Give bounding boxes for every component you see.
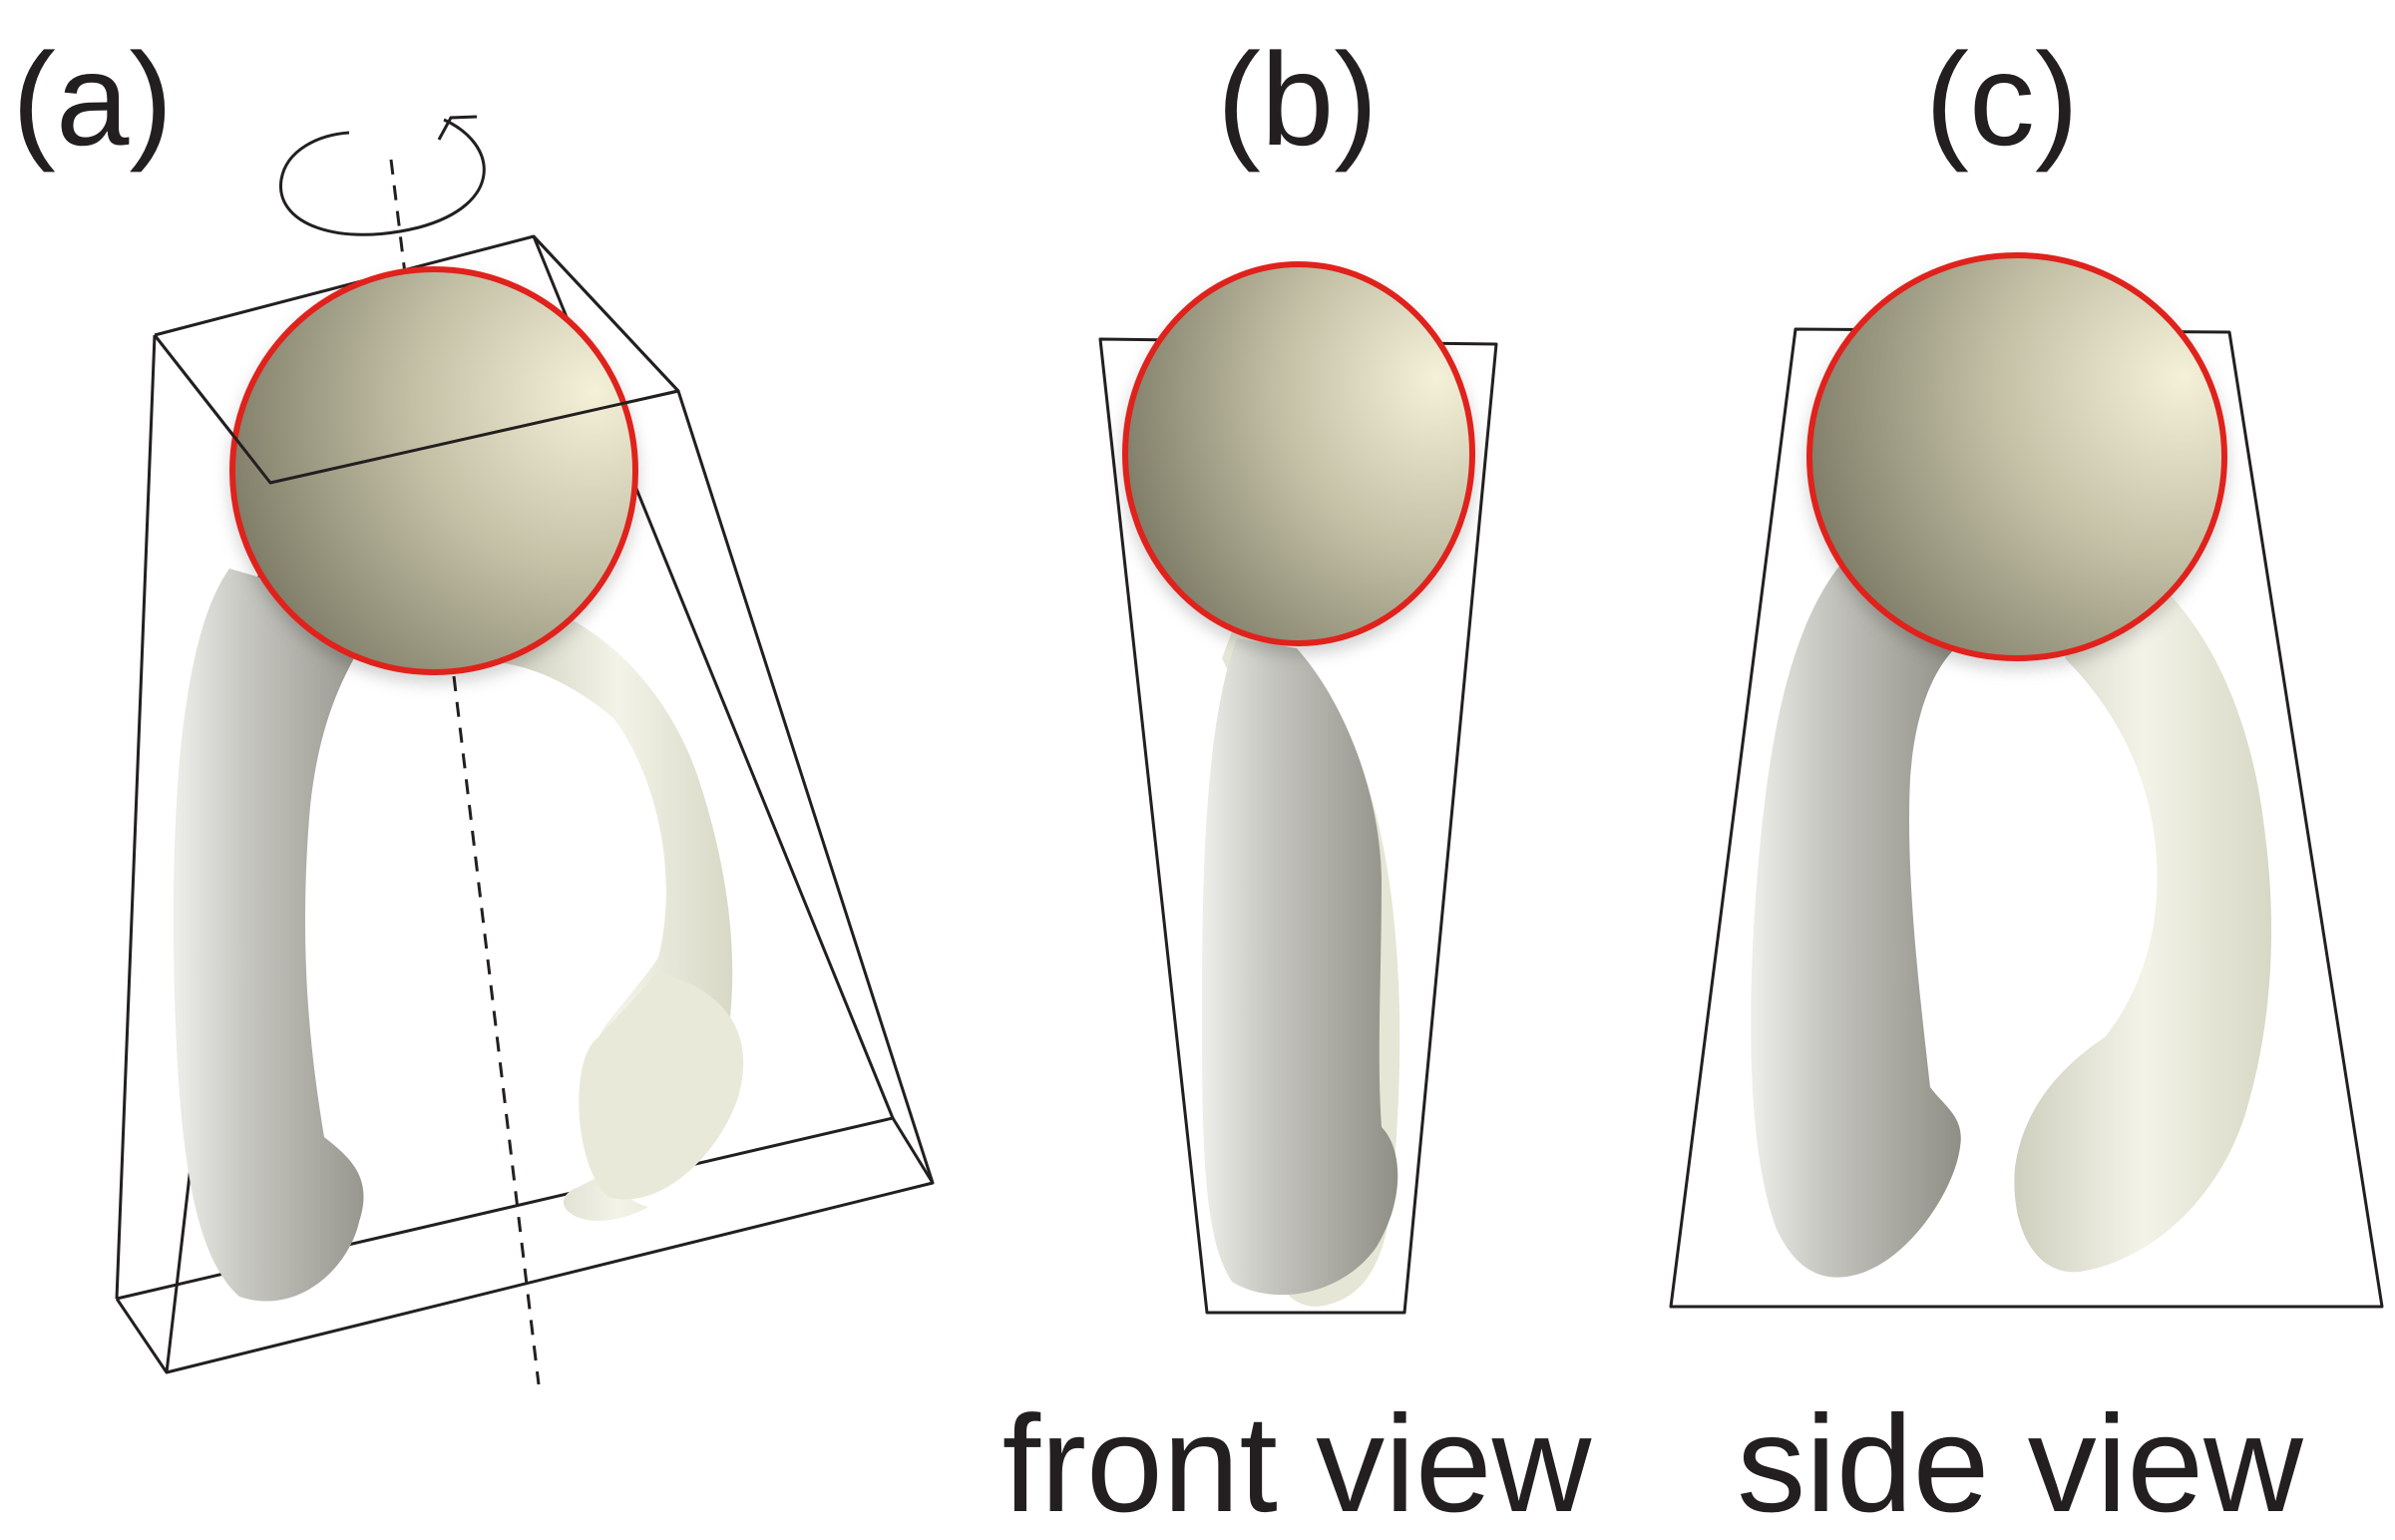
panel-c-label: (c) [1925, 26, 2079, 173]
panel-c-right-limb [2014, 559, 2272, 1273]
panel-c-left-limb [1751, 559, 1961, 1278]
panel-c-head [1806, 252, 2227, 661]
panel-a-head [229, 266, 638, 675]
panel-c: (c) [1669, 26, 2384, 1309]
panel-b-label: (b) [1217, 26, 1378, 173]
front-view-caption: front view [1002, 1387, 1592, 1540]
panel-b-front-limb [1202, 638, 1398, 1296]
rotation-arrow-icon [279, 115, 486, 236]
panel-a-frame-front [153, 334, 679, 485]
panel-b-head [1122, 261, 1475, 646]
rotation-axis-upper [389, 159, 415, 340]
panel-a-left-limb [173, 569, 384, 1302]
panel-a-right-limb-foot [579, 972, 744, 1200]
side-view-caption: side view [1737, 1387, 2303, 1540]
panel-a: (a) [12, 26, 935, 1385]
panel-b: (b) [1098, 26, 1498, 1315]
rotation-axis-lower [452, 675, 541, 1385]
panel-a-label: (a) [12, 26, 173, 173]
